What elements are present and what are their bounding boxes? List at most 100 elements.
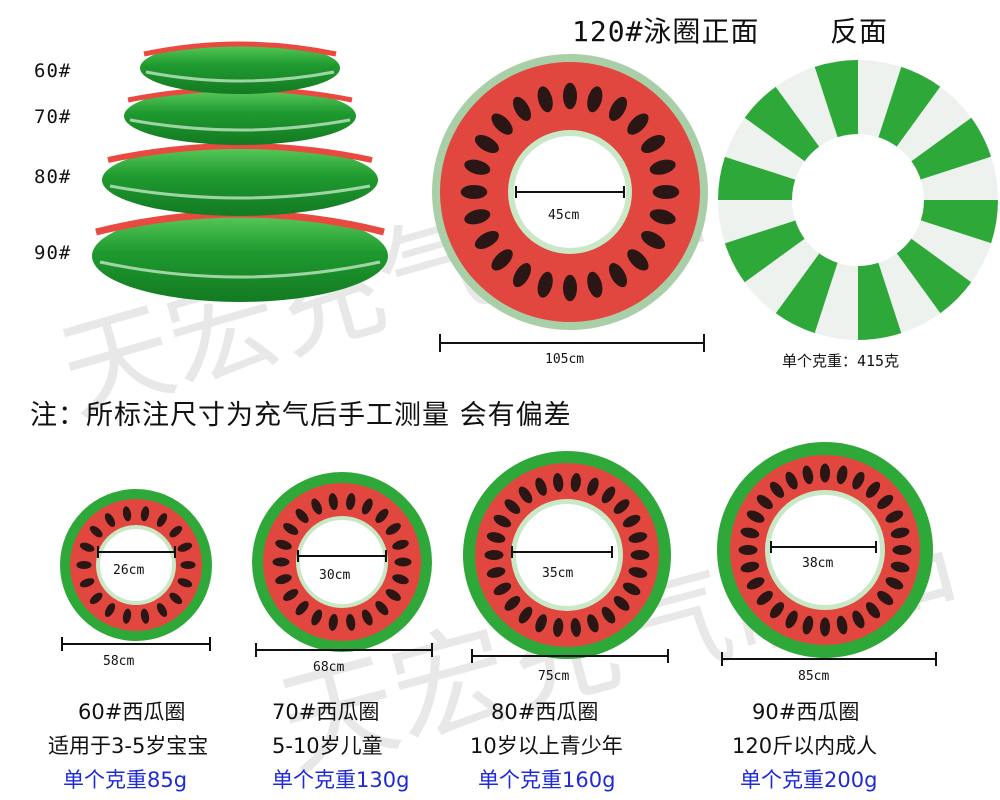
seed-icon xyxy=(740,561,760,573)
seed-icon xyxy=(570,473,581,492)
ring-80-name: 80#西瓜圈 xyxy=(491,700,599,724)
seed-icon xyxy=(156,603,168,617)
seed-icon xyxy=(537,271,553,298)
seed-icon xyxy=(587,86,603,113)
seed-icon xyxy=(394,557,412,567)
seed-icon xyxy=(885,577,904,590)
seed-icon xyxy=(587,271,603,298)
ring-70-weight: 单个克重130g xyxy=(272,768,410,792)
seed-icon xyxy=(474,231,499,249)
ring-60-inner-dimension: 26cm xyxy=(113,563,145,578)
watermelon-ring-reverse xyxy=(718,60,998,340)
seed-icon xyxy=(486,567,506,578)
large-ring-outer-dimension-line xyxy=(439,334,705,352)
seed-icon xyxy=(104,513,116,527)
seed-icon xyxy=(392,574,409,585)
seed-icon xyxy=(486,532,506,543)
ring-80-weight: 单个克重160g xyxy=(478,768,616,792)
seed-icon xyxy=(346,613,356,631)
seed-icon xyxy=(649,209,676,225)
seed-icon xyxy=(738,545,758,555)
seed-icon xyxy=(746,577,765,590)
seed-icon xyxy=(169,592,183,605)
seed-icon xyxy=(275,539,292,550)
seed-icon xyxy=(609,96,627,121)
seed-icon xyxy=(177,578,193,588)
seed-icon xyxy=(836,615,848,635)
ring-70-age: 5-10岁儿童 xyxy=(272,734,383,758)
seed-icon xyxy=(104,603,116,617)
seed-icon xyxy=(890,561,910,573)
seed-icon xyxy=(464,209,491,225)
seed-icon xyxy=(493,514,512,528)
seed-icon xyxy=(79,578,95,588)
seed-icon xyxy=(756,494,773,510)
seed-icon xyxy=(609,263,627,288)
large-ring-outer-dimension: 105cm xyxy=(545,352,585,367)
seed-icon xyxy=(746,510,765,523)
seed-icon xyxy=(484,550,504,560)
seed-icon xyxy=(504,499,521,514)
seed-icon xyxy=(76,561,92,569)
measurement-note: 注：所标注尺寸为充气后手工测量 会有偏差 xyxy=(30,400,572,431)
seed-icon xyxy=(361,609,373,626)
seed-icon xyxy=(385,523,401,535)
seed-icon xyxy=(346,493,356,511)
seed-icon xyxy=(892,545,912,555)
seed-icon xyxy=(553,473,564,492)
seed-icon xyxy=(865,602,881,619)
seed-icon xyxy=(537,86,553,113)
seed-icon xyxy=(156,513,168,527)
seed-icon xyxy=(563,274,577,302)
seed-icon xyxy=(272,557,290,567)
seed-icon xyxy=(375,508,389,523)
seed-icon xyxy=(491,113,513,135)
seed-icon xyxy=(836,465,848,485)
seed-icon xyxy=(877,494,894,510)
seed-icon xyxy=(740,527,760,539)
seed-icon xyxy=(852,471,865,490)
seed-icon xyxy=(180,561,196,569)
seed-icon xyxy=(460,185,488,199)
seed-icon xyxy=(785,471,798,490)
seed-icon xyxy=(820,617,830,637)
stack-label-90: 90# xyxy=(34,242,72,264)
seed-icon xyxy=(295,601,309,616)
seed-icon xyxy=(587,614,599,633)
seed-icon xyxy=(518,486,533,504)
ring-80-outer-dimension: 75cm xyxy=(538,669,570,684)
ring-90-age: 120斤以内成人 xyxy=(732,734,878,758)
ring-90-outer-dimension: 85cm xyxy=(798,669,830,684)
ring-stack-side-view xyxy=(92,41,388,302)
ring-70-inner-dimension: 30cm xyxy=(319,568,351,583)
seed-icon xyxy=(328,493,338,511)
ring-60-outer-dimension: 58cm xyxy=(103,654,135,669)
seed-icon xyxy=(513,96,531,121)
large-ring-inner-dimension: 45cm xyxy=(548,208,580,223)
seed-icon xyxy=(652,185,680,199)
large-ring-inner-dimension-line xyxy=(515,186,625,198)
ring-90-inner-dimension: 38cm xyxy=(802,556,834,571)
seed-icon xyxy=(89,592,103,605)
seed-icon xyxy=(627,113,649,135)
seed-icon xyxy=(140,608,150,624)
seed-icon xyxy=(504,596,521,611)
seed-icon xyxy=(563,82,577,110)
seed-icon xyxy=(311,498,323,515)
seed-icon xyxy=(641,135,666,153)
seed-icon xyxy=(885,510,904,523)
seed-icon xyxy=(491,249,513,271)
seed-icon xyxy=(865,481,881,498)
seed-icon xyxy=(295,508,309,523)
seed-icon xyxy=(627,249,649,271)
reverse-title: 反面 xyxy=(830,15,889,48)
seed-icon xyxy=(361,498,373,515)
seed-icon xyxy=(375,601,389,616)
ring-60-age: 适用于3-5岁宝宝 xyxy=(48,734,209,758)
seed-icon xyxy=(601,486,616,504)
seed-icon xyxy=(177,542,193,552)
ring-80-inner-dimension: 35cm xyxy=(542,566,574,581)
